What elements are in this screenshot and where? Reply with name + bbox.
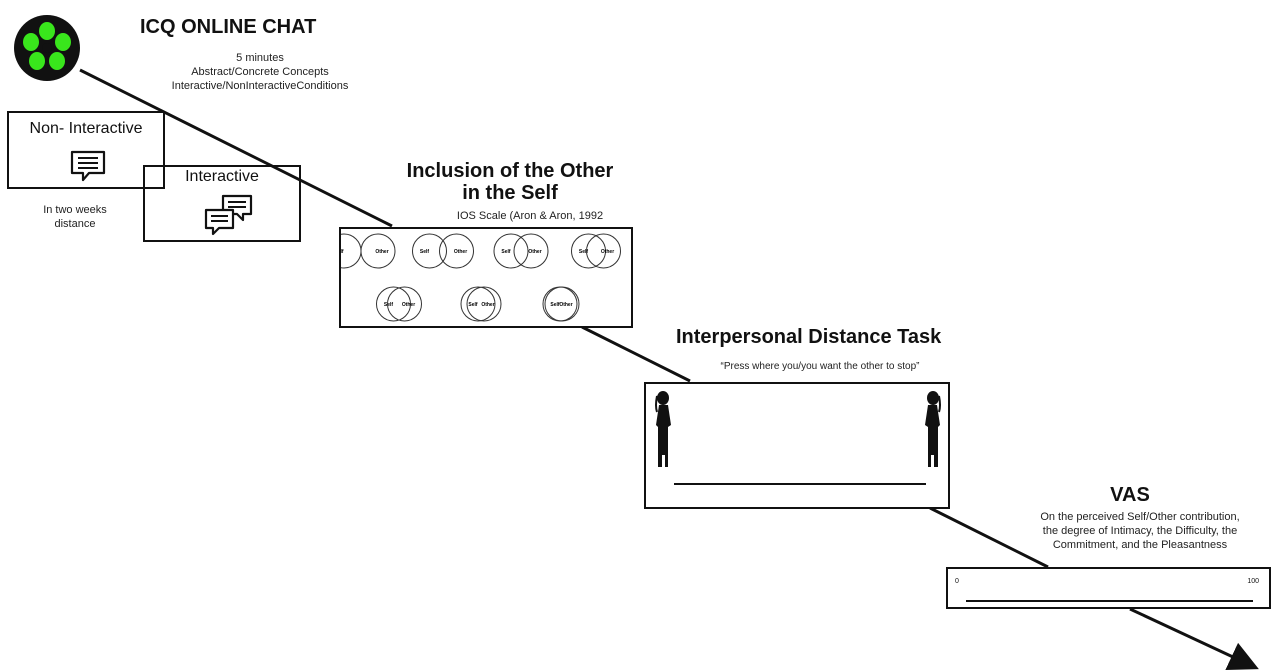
ios-other-circle-3 [513, 233, 549, 269]
non-interactive-box: Non- Interactive [7, 111, 165, 189]
ios-self-circle-5 [376, 286, 411, 322]
ios-subtitle: IOS Scale (Aron & Aron, 1992 [456, 210, 604, 222]
distance-title: Interpersonal Distance Task [676, 326, 942, 348]
distance-instruction: “Press where you/you want the other to s… [720, 361, 920, 372]
icq-details: 5 minutes Abstract/Concrete Concepts Int… [150, 51, 370, 93]
ios-circle-pairs: SelfOtherSelfOtherSelfOtherSelfOtherSelf… [341, 233, 621, 322]
vas-min-label: 0 [955, 578, 959, 585]
vas-slider-line[interactable] [966, 600, 1253, 602]
icq-title: ICQ ONLINE CHAT [140, 16, 317, 38]
person-silhouette-right-icon [925, 391, 941, 467]
single-chat-bubble-icon [70, 150, 106, 182]
ios-other-label-3: Other [528, 249, 541, 255]
ios-title-line-2: in the Self [462, 182, 558, 204]
ios-other-circle-2 [439, 233, 474, 269]
vas-description-line-3: Commitment, and the Pleasantness [1052, 539, 1228, 551]
ios-other-circle-7 [544, 286, 580, 322]
icq-flower-icon [14, 15, 80, 81]
icq-detail-duration: 5 minutes [236, 52, 284, 64]
ios-self-label-7: Self [550, 302, 560, 308]
ios-scale-box: SelfOtherSelfOtherSelfOtherSelfOtherSelf… [339, 227, 633, 328]
ios-self-label-5: Self [384, 302, 394, 308]
ios-self-circle-1 [341, 233, 362, 269]
ios-self-circle-2 [412, 233, 447, 269]
ios-other-label-5: Other [402, 302, 415, 308]
icq-detail-concepts: Abstract/Concrete Concepts [191, 66, 329, 78]
ios-self-label-6: Self [468, 302, 478, 308]
ios-self-circle-3 [493, 233, 529, 269]
distance-task-box [644, 382, 950, 509]
condition-note-line-1: In two weeks [43, 204, 107, 216]
vas-description-line-2: the degree of Intimacy, the Difficulty, … [1042, 525, 1238, 537]
ios-other-circle-1 [360, 233, 396, 269]
ios-other-label-2: Other [454, 249, 467, 255]
vas-title: VAS [1110, 484, 1150, 506]
ios-other-circle-5 [387, 286, 422, 322]
non-interactive-label: Non- Interactive [29, 120, 143, 137]
vas-description: On the perceived Self/Other contribution… [1020, 510, 1260, 552]
ios-other-circle-6 [466, 286, 502, 322]
icq-detail-conditions: Interactive/NonInteractiveConditions [171, 80, 349, 92]
ios-self-label-1: Self [341, 249, 344, 255]
ios-other-label-4: Other [601, 249, 614, 255]
ios-self-circle-6 [460, 286, 496, 322]
vas-scale-box: 0 100 [946, 567, 1271, 609]
ios-self-circle-4 [571, 233, 606, 269]
ios-self-label-4: Self [579, 249, 589, 255]
interactive-box: Interactive [143, 165, 301, 242]
ios-other-label-6: Other [481, 302, 494, 308]
ios-other-label-7: Other [559, 302, 572, 308]
condition-note-line-2: distance [54, 218, 96, 230]
interactive-label: Interactive [185, 168, 259, 185]
distance-line[interactable] [674, 483, 926, 485]
ios-other-label-1: Other [375, 249, 388, 255]
ios-self-label-3: Self [501, 249, 511, 255]
person-silhouette-left-icon [655, 391, 671, 467]
ios-self-label-2: Self [420, 249, 430, 255]
ios-title: Inclusion of the Other in the Self [380, 160, 640, 204]
condition-note: In two weeks distance [20, 203, 130, 231]
ios-scale-diagram: SelfOtherSelfOtherSelfOtherSelfOtherSelf… [341, 233, 621, 322]
ios-title-line-1: Inclusion of the Other [406, 160, 614, 182]
vas-max-label: 100 [1247, 578, 1259, 585]
conversation-bubbles-icon [204, 194, 253, 236]
ios-other-circle-4 [586, 233, 621, 269]
vas-description-line-1: On the perceived Self/Other contribution… [1040, 511, 1240, 523]
